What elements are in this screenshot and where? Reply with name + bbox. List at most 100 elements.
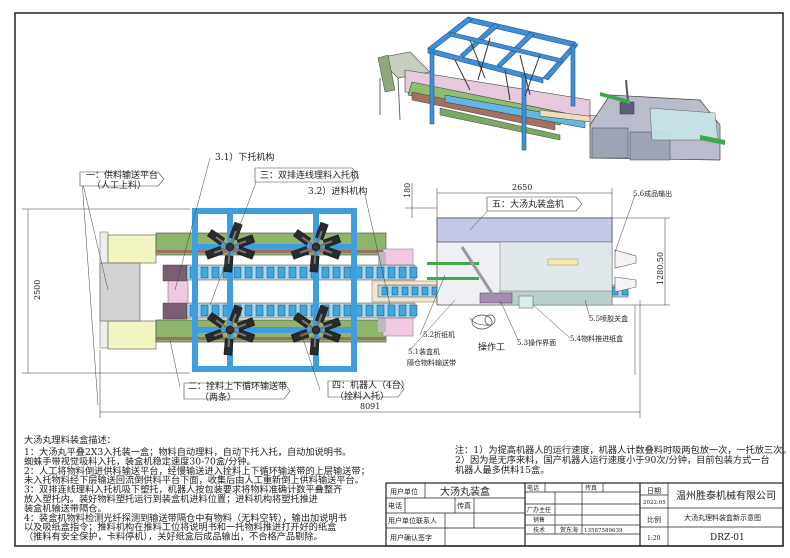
- date-value: 2022.05: [643, 500, 666, 506]
- label-hmi: 5.3操作界面: [517, 338, 556, 347]
- conveyor-pocket: [365, 304, 374, 317]
- plan-view: [99, 208, 637, 372]
- feed-platform-tray: [99, 262, 141, 322]
- dim-cartoner-width: 1280.50: [656, 252, 665, 285]
- note-line: 机器人最多供料15盒。: [455, 464, 549, 476]
- tech-label: 技术: [533, 526, 545, 534]
- conveyor-pocket: [365, 266, 374, 279]
- client-label: 用户单位: [390, 487, 418, 496]
- description-line: 1：大汤丸平叠2X3入托装一盒；物料自动理料，自动下托入托，自动加说明书。: [24, 446, 351, 458]
- description-line: 4：装盒机物料检测光纤探测到输送带隔仓中有物料（无料空转），输出加说明书: [24, 512, 347, 524]
- description-line: 蜘蛛手带视觉吸料入托，装盒机稳定速度30-70盒/分钟。: [24, 455, 256, 467]
- delta-robot: [204, 221, 256, 273]
- scale-value: 1:20: [647, 535, 661, 542]
- dimension-lines: [22, 183, 670, 418]
- conveyor-pocket: [398, 304, 407, 317]
- contact-label: 用户单位联系人: [388, 516, 437, 525]
- leader-lines: [81, 157, 636, 406]
- label-feed-platform: 一：供料输送平台: [86, 169, 158, 181]
- drawing-number: DRZ-01: [710, 533, 745, 543]
- tech-phone: 13587589639: [584, 528, 623, 534]
- conveyor-pocket: [233, 266, 242, 279]
- callout-boxes: [79, 167, 583, 400]
- conveyor-pocket: [299, 266, 308, 279]
- label-output: 5.6成品输出: [633, 189, 672, 198]
- conveyor-pocket: [398, 266, 407, 279]
- description-line: 3：双排连线理料入托机吸下塑托，机器人按包装要求将物料准确计数平叠整齐: [24, 484, 342, 496]
- conveyor-pocket: [401, 286, 409, 296]
- label-cartoner: 五：大汤丸装盒机: [492, 198, 564, 210]
- perspective-view: [377, 16, 725, 161]
- description-line: 装盒机输送带隔仓。: [24, 502, 107, 514]
- label-robots: 四：机器人（4台）: [332, 379, 410, 391]
- drawing-title: 大汤丸理料装盒新示意图: [684, 513, 761, 522]
- dim-height-total: 2500: [33, 280, 42, 300]
- description-line: 未入托物料经下层输送回流倒供料平台下面，收集后由人工重新倒上供料输送平台。: [24, 474, 364, 486]
- label-unload-tray: 3.1）下托机构: [215, 151, 274, 163]
- conveyor-pocket: [211, 266, 220, 279]
- phone-label: 电话: [388, 501, 402, 510]
- conveyor-pocket: [409, 304, 418, 317]
- operator-icon: [469, 314, 496, 330]
- delta-robot: [290, 304, 342, 356]
- feed-platform-top: [107, 234, 157, 264]
- conveyor-pocket: [299, 304, 308, 317]
- conveyor-pocket: [200, 266, 209, 279]
- label-robots-sub: （拴料入托）: [335, 390, 389, 402]
- label-feed-platform-sub: （人工上料）: [92, 179, 146, 191]
- label-glue: 5.5喷胶关盒: [589, 314, 628, 323]
- feed-platform-bottom: [107, 320, 157, 350]
- conveyor-pocket: [376, 266, 385, 279]
- phone2-label: 电话: [527, 484, 539, 492]
- label-infeed: 3.2）进料机构: [308, 185, 367, 197]
- label-folder: 5.2折纸机: [423, 330, 455, 339]
- fax2-label: 传真: [585, 484, 597, 492]
- conveyor-pocket: [321, 266, 330, 279]
- conveyor-pocket: [244, 304, 253, 317]
- conveyor-pocket: [332, 304, 341, 317]
- dim-length-total: 8091: [360, 402, 380, 411]
- description-line: 2：人工将物料倒进供料输送平台，经慢输送进入拴料上下循环输送带的上层输送带；: [24, 465, 370, 477]
- dim-cartoner-length: 2650: [512, 183, 532, 192]
- conveyor-pocket: [391, 286, 399, 296]
- dim-offset: 180: [403, 183, 412, 198]
- label-boxer-sub: 隔仓物料输送带: [407, 358, 456, 367]
- conveyor-pocket: [266, 266, 275, 279]
- delta-robot: [290, 221, 342, 273]
- fax-label: 传真: [457, 501, 471, 510]
- conveyor-pocket: [343, 266, 352, 279]
- conveyor-pocket: [277, 266, 286, 279]
- delta-robot: [204, 304, 256, 356]
- description-line: 以及吸纸盒指令；推料机构在推料工位将说明书和一托物料推进打开好的纸盒: [24, 521, 336, 533]
- conveyor-pocket: [411, 286, 419, 296]
- conveyor-pocket: [343, 304, 352, 317]
- conveyor-pocket: [288, 304, 297, 317]
- label-pusher: 5.4物料推进纸盒: [570, 334, 623, 343]
- note-line: 2）因为是无序来料，国产机器人运行速度小于90次/分钟，目前包装方式一台: [455, 454, 770, 466]
- tech-name: 贺东海: [560, 526, 578, 534]
- conveyor-pocket: [288, 266, 297, 279]
- conveyor-pocket: [387, 304, 396, 317]
- label-conveyor-sub: （两条）: [200, 391, 236, 403]
- conveyor-pocket: [409, 266, 418, 279]
- conveyor-pocket: [277, 304, 286, 317]
- conveyor-pocket: [421, 286, 429, 296]
- label-operator: 操作工: [478, 341, 505, 353]
- label-tray-machine: 三：双排连线理料入托机: [260, 169, 359, 181]
- description-line: （推料有安全保护，卡料停机），关好纸盒后成品输出，不合格产品剔除。: [24, 531, 323, 543]
- label-boxer: 5.1装盒机: [408, 347, 440, 356]
- conveyor-pocket: [266, 304, 275, 317]
- note-line: 注：1）为提高机器人的运行速度，机器人计数叠料时吸两包放一次，一托放三次。: [455, 444, 790, 456]
- company-name: 温州胜泰机械有限公司: [676, 489, 776, 502]
- sign-label: 用户确认签字: [390, 533, 432, 542]
- description-title: 大汤丸理料装盒描述：: [24, 434, 116, 446]
- scale-label: 比例: [647, 515, 661, 524]
- description-line: 放入塑托内。装好物料塑托运行到装盒机进料位置；进料机构将塑托推进: [24, 493, 318, 505]
- label-conveyor: 二：拴料上下循环输送带: [188, 380, 287, 392]
- title-block: [385, 482, 784, 547]
- conveyor-pocket: [255, 304, 264, 317]
- conveyor-pocket: [200, 304, 209, 317]
- client-value: 大汤丸装盒: [440, 485, 490, 498]
- conveyor-pocket: [376, 304, 385, 317]
